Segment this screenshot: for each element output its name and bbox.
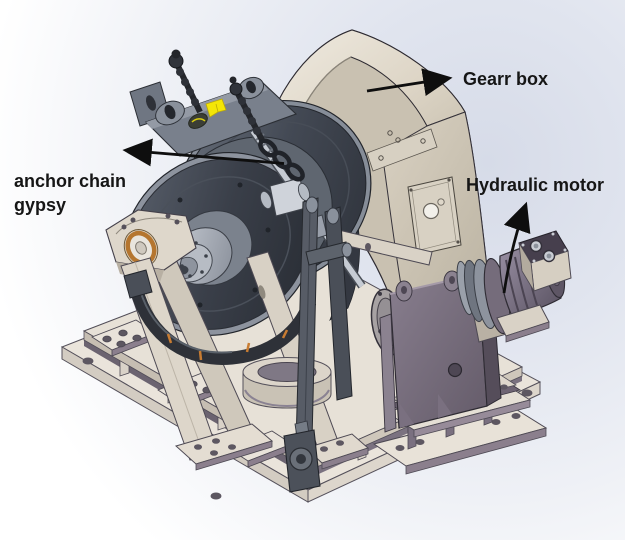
gypsy-pedestal bbox=[242, 357, 332, 409]
valve-block bbox=[518, 230, 572, 292]
inspection-cover bbox=[407, 176, 462, 256]
bearing-pedestal bbox=[105, 209, 274, 471]
hydraulic-motor-arrow bbox=[502, 201, 531, 294]
gear-box-arrow bbox=[366, 68, 453, 97]
annotations: Gearr box anchor chain gypsy Hydraulic m… bbox=[14, 68, 604, 294]
anchor-chain-gypsy-label-line1: anchor chain bbox=[14, 171, 126, 191]
hydraulic-motor-label: Hydraulic motor bbox=[466, 175, 604, 195]
band-brake bbox=[123, 269, 317, 365]
label-plate bbox=[188, 113, 208, 129]
yellow-sticker bbox=[205, 98, 227, 118]
oil-filler-cap bbox=[422, 202, 440, 220]
chain-stopper bbox=[129, 49, 305, 182]
gear-box-label: Gearr box bbox=[463, 69, 548, 89]
gearbox-pedestal bbox=[370, 270, 548, 475]
brake-linkage bbox=[249, 128, 433, 493]
anchor-chain-gypsy-arrow bbox=[122, 138, 285, 167]
anchor-chain bbox=[168, 49, 305, 182]
anchor-chain-gypsy-label-line2: gypsy bbox=[14, 195, 66, 215]
hydraulic-motor bbox=[456, 230, 572, 343]
